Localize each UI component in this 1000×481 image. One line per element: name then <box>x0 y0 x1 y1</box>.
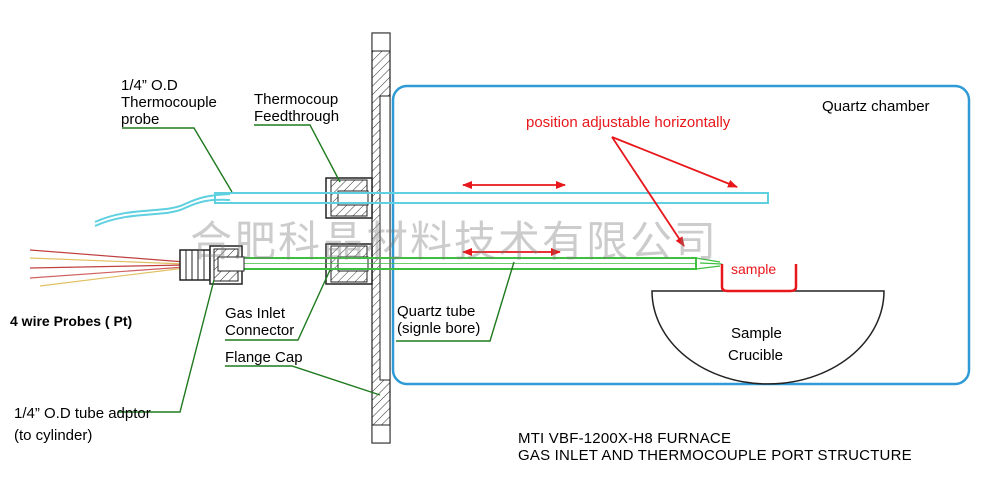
sample-label: sample <box>731 261 777 277</box>
probe-label-line1: 1/4” O.D <box>121 77 178 94</box>
sample-boat <box>720 264 798 293</box>
feedthrough-label-line1: Thermocoup <box>254 91 339 108</box>
gas-inlet-label-line2: Connector <box>225 322 295 339</box>
quartz-tube-label-line1: Quartz tube <box>397 303 476 320</box>
tube-adaptor <box>179 245 245 285</box>
flange-cap-label: Flange Cap <box>225 349 303 366</box>
quartz-chamber-outline <box>391 84 971 386</box>
adaptor-label-line1: 1/4” O.D tube adptor <box>14 405 151 422</box>
wire-probes-label: 4 wire Probes ( Pt) <box>10 313 133 329</box>
position-label: position adjustable horizontally <box>526 114 731 131</box>
wire-probes <box>29 249 186 287</box>
leader-lines <box>118 124 515 413</box>
thermocouple-probe <box>94 192 769 227</box>
feedthrough-label-line2: Feedthrough <box>254 108 340 125</box>
probe-label-line3: probe <box>121 111 160 128</box>
position-arrows <box>462 136 738 256</box>
caption-line2: GAS INLET AND THERMOCOUPLE PORT STRUCTUR… <box>518 447 912 464</box>
crucible-label-line2: Crucible <box>728 347 784 364</box>
watermark-text: 合肥科晶材料技术有限公司 <box>190 217 719 266</box>
sample-crucible <box>651 290 885 385</box>
flange-plate <box>371 32 391 444</box>
caption-line1: MTI VBF-1200X-H8 FURNACE <box>518 430 732 447</box>
probe-label-line2: Thermocouple <box>121 94 217 111</box>
gas-inlet-label-line1: Gas Inlet <box>225 305 286 322</box>
quartz-tube-label-line2: (signle bore) <box>397 320 481 337</box>
adaptor-label-line2: (to cylinder) <box>14 427 93 444</box>
thermocouple-feedthrough <box>325 177 373 219</box>
gas-inlet-fitting <box>325 243 373 285</box>
crucible-label-line1: Sample <box>731 325 782 342</box>
quartz-chamber-label: Quartz chamber <box>822 98 930 115</box>
